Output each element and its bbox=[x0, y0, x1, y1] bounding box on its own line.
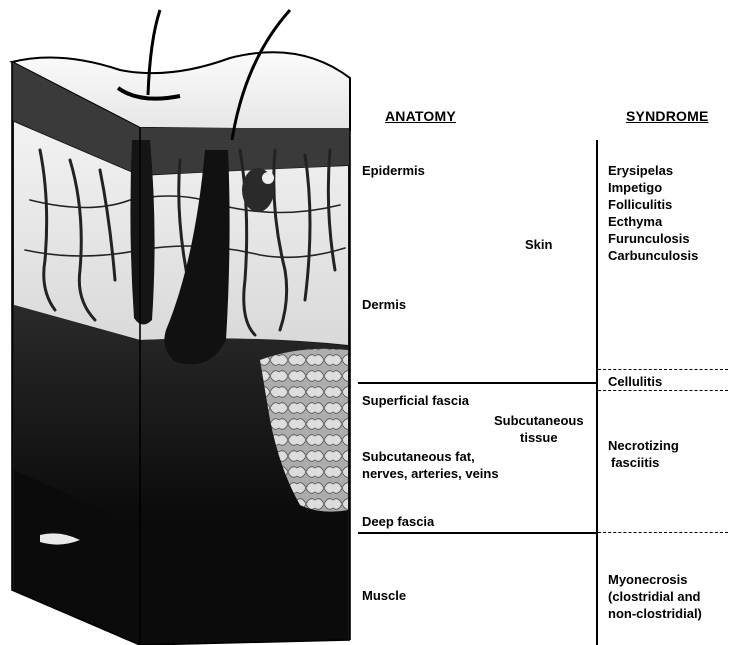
myonecrosis-line-2: (clostridial and bbox=[608, 588, 702, 605]
syndrome-myonecrosis: Myonecrosis (clostridial and non-clostri… bbox=[608, 571, 702, 622]
necrotizing-line-1: Necrotizing bbox=[608, 437, 679, 454]
label-muscle: Muscle bbox=[362, 587, 406, 604]
subcutaneous-fat-line-1: Subcutaneous fat, bbox=[362, 448, 499, 465]
cellulitis-top-dash bbox=[598, 369, 728, 370]
label-subcutaneous-tissue: Subcutaneous tissue bbox=[494, 412, 584, 446]
syndrome-item: Ecthyma bbox=[608, 213, 698, 230]
label-dermis: Dermis bbox=[362, 296, 406, 313]
label-superficial-fascia: Superficial fascia bbox=[362, 392, 469, 409]
label-epidermis: Epidermis bbox=[362, 162, 425, 179]
myonecrosis-line-1: Myonecrosis bbox=[608, 571, 702, 588]
myonecrosis-top-dash bbox=[598, 532, 728, 533]
dermis-subcutaneous-boundary bbox=[358, 382, 596, 384]
deep-fascia-muscle-boundary bbox=[358, 532, 596, 534]
skin-cross-section-illustration bbox=[0, 0, 360, 645]
syndrome-column-divider bbox=[596, 140, 598, 645]
syndrome-skin-group: Erysipelas Impetigo Folliculitis Ecthyma… bbox=[608, 162, 698, 264]
subcutaneous-tissue-line-1: Subcutaneous bbox=[494, 412, 584, 429]
label-skin: Skin bbox=[525, 236, 552, 253]
syndrome-header: SYNDROME bbox=[626, 108, 709, 124]
label-subcutaneous-fat: Subcutaneous fat, nerves, arteries, vein… bbox=[362, 448, 499, 482]
myonecrosis-line-3: non-clostridial) bbox=[608, 605, 702, 622]
syndrome-item: Carbunculosis bbox=[608, 247, 698, 264]
necrotizing-line-2: fasciitis bbox=[608, 454, 679, 471]
syndrome-item: Erysipelas bbox=[608, 162, 698, 179]
gland-highlight bbox=[262, 172, 274, 184]
label-deep-fascia: Deep fascia bbox=[362, 513, 434, 530]
syndrome-item: Impetigo bbox=[608, 179, 698, 196]
syndrome-item: Furunculosis bbox=[608, 230, 698, 247]
syndrome-cellulitis: Cellulitis bbox=[608, 373, 662, 390]
syndrome-necrotizing-fasciitis: Necrotizing fasciitis bbox=[608, 437, 679, 471]
hair-follicle-left bbox=[130, 140, 154, 325]
syndrome-item: Folliculitis bbox=[608, 196, 698, 213]
subcutaneous-tissue-line-2: tissue bbox=[494, 429, 584, 446]
cellulitis-bottom-dash bbox=[598, 390, 728, 391]
anatomy-header: ANATOMY bbox=[385, 108, 456, 124]
subcutaneous-fat-line-2: nerves, arteries, veins bbox=[362, 465, 499, 482]
